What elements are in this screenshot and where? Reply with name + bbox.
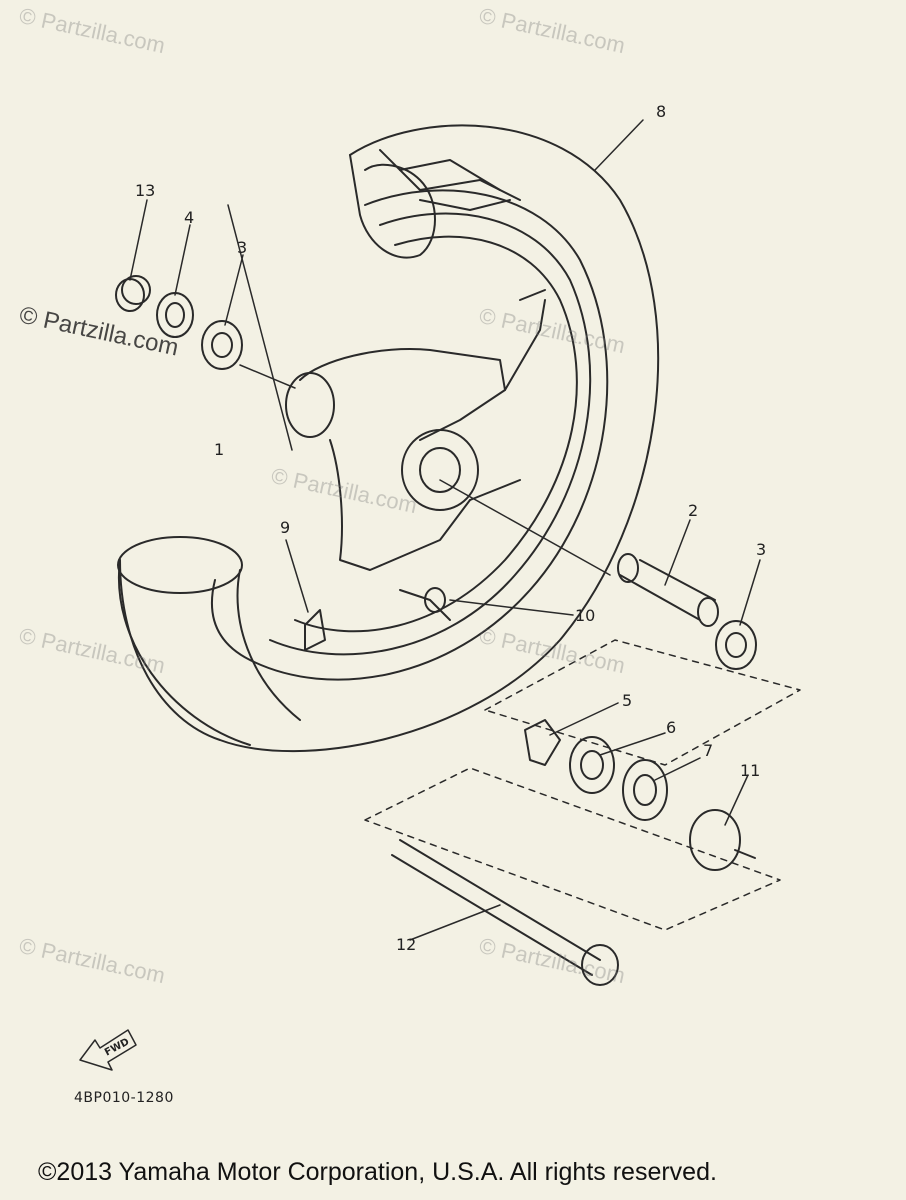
assembly-brackets xyxy=(364,639,801,931)
callout-1[interactable]: 1 xyxy=(214,440,225,459)
callout-5[interactable]: 5 xyxy=(622,691,633,710)
leader-lines xyxy=(129,119,761,941)
small-parts-drawing xyxy=(115,275,757,986)
callout-3b[interactable]: 3 xyxy=(756,540,767,559)
hub-drawing xyxy=(285,289,546,621)
callout-9[interactable]: 9 xyxy=(280,518,291,537)
callout-12[interactable]: 12 xyxy=(396,935,417,954)
diagram-code: 4BP010-1280 xyxy=(74,1090,174,1106)
callout-11[interactable]: 11 xyxy=(740,761,761,780)
callout-8[interactable]: 8 xyxy=(656,102,667,121)
callout-7[interactable]: 7 xyxy=(703,741,714,760)
callout-2[interactable]: 2 xyxy=(688,501,699,520)
callout-10[interactable]: 10 xyxy=(575,606,596,625)
callout-6[interactable]: 6 xyxy=(666,718,677,737)
tire-drawing xyxy=(117,124,660,753)
callout-13[interactable]: 13 xyxy=(135,181,156,200)
fwd-arrow-icon xyxy=(79,1029,137,1071)
copyright-notice: ©2013 Yamaha Motor Corporation, U.S.A. A… xyxy=(38,1158,717,1186)
callout-4[interactable]: 4 xyxy=(184,208,195,227)
callout-3[interactable]: 3 xyxy=(237,238,248,257)
